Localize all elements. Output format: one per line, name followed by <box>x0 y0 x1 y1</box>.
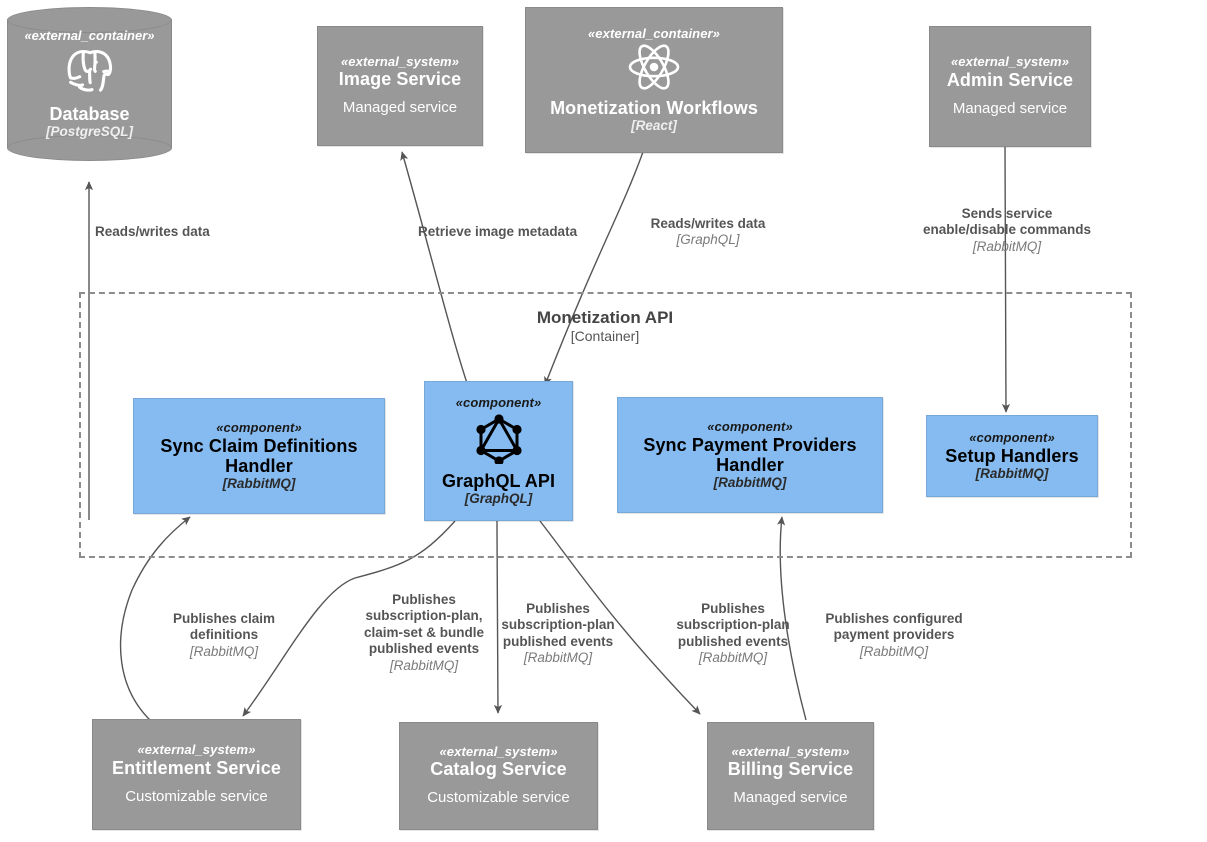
edge-label-technology: [RabbitMQ] <box>389 657 459 673</box>
entitlement-service-stereotype: «external_system» <box>137 742 256 758</box>
edge-label-text: Retrieve image metadata <box>418 224 578 239</box>
graphql-icon <box>473 412 525 469</box>
database-cylinder-top <box>7 7 172 33</box>
edge-label-workflows-to-graphql: Reads/writes data [GraphQL] <box>633 216 783 249</box>
edge-label-technology: [RabbitMQ] <box>972 238 1042 254</box>
boundary-name: Monetization API <box>536 308 674 327</box>
node-database[interactable]: «external_container» <box>7 7 172 161</box>
setup-handlers-stereotype: «component» <box>969 430 1055 446</box>
monetization-workflows-name: Monetization Workflows <box>550 98 758 119</box>
edge-label-graphql-to-image-service: Retrieve image metadata <box>418 224 604 240</box>
node-sync-claim-definitions-handler[interactable]: «component» Sync Claim Definitions Handl… <box>133 398 385 514</box>
react-icon <box>626 42 682 97</box>
graphql-api-name: GraphQL API <box>441 471 556 492</box>
node-admin-service[interactable]: «external_system» Admin Service Managed … <box>929 26 1091 147</box>
image-service-description: Managed service <box>342 99 458 117</box>
entitlement-service-name: Entitlement Service <box>112 757 281 778</box>
edge-label-text: Sends service enable/disable commands <box>922 206 1092 238</box>
edge-label-billing-to-sync-payment: Publishes configured payment providers [… <box>813 611 975 660</box>
node-billing-service[interactable]: «external_system» Billing Service Manage… <box>707 722 874 830</box>
graphql-api-technology: [GraphQL] <box>464 491 533 507</box>
edge-label-technology: [RabbitMQ] <box>859 643 929 659</box>
edge-label-technology: [RabbitMQ] <box>698 650 768 666</box>
edge-label-text: Reads/writes data <box>650 216 766 231</box>
monetization-api-boundary <box>79 292 1132 558</box>
node-setup-handlers[interactable]: «component» Setup Handlers [RabbitMQ] <box>926 415 1098 497</box>
setup-handlers-technology: [RabbitMQ] <box>975 465 1049 481</box>
node-entitlement-service[interactable]: «external_system» Entitlement Service Cu… <box>92 719 301 830</box>
image-service-stereotype: «external_system» <box>340 53 460 69</box>
catalog-service-name: Catalog Service <box>430 759 567 780</box>
node-catalog-service[interactable]: «external_system» Catalog Service Custom… <box>399 722 598 830</box>
database-technology: [PostgreSQL] <box>45 123 133 139</box>
edge-label-text: Reads/writes data <box>95 224 210 239</box>
node-sync-payment-providers-handler[interactable]: «component» Sync Payment Providers Handl… <box>617 397 883 513</box>
catalog-service-stereotype: «external_system» <box>439 743 558 759</box>
billing-service-description: Managed service <box>733 789 848 807</box>
edge-label-graphql-to-catalog: Publishes subscription-plan published ev… <box>494 601 622 667</box>
sync-claim-definitions-handler-stereotype: «component» <box>216 420 302 436</box>
edge-label-graphql-to-entitlement: Publishes subscription-plan, claim-set &… <box>333 592 515 674</box>
monetization-workflows-technology: [React] <box>631 118 677 134</box>
catalog-service-description: Customizable service <box>427 789 570 807</box>
image-service-name: Image Service <box>338 69 462 90</box>
sync-claim-definitions-handler-technology: [RabbitMQ] <box>222 475 296 491</box>
node-graphql-api[interactable]: «component» GraphQL API [GraphQL] <box>424 381 573 521</box>
admin-service-description: Managed service <box>952 99 1068 117</box>
admin-service-stereotype: «external_system» <box>950 54 1070 70</box>
database-name: Database <box>49 103 130 124</box>
edge-label-text: Publishes configured payment providers <box>825 611 963 643</box>
edge-label-graphql-to-database: Reads/writes data <box>95 224 285 240</box>
sync-payment-providers-handler-stereotype: «component» <box>707 419 793 435</box>
edge-label-entitlement-to-sync-claim: Publishes claim definitions [RabbitMQ] <box>140 611 308 660</box>
node-monetization-workflows[interactable]: «external_container» Monetization Workfl… <box>525 7 783 153</box>
graphql-api-stereotype: «component» <box>455 394 542 410</box>
billing-service-name: Billing Service <box>727 759 854 780</box>
billing-service-stereotype: «external_system» <box>731 743 850 759</box>
database-cylinder-body <box>7 20 172 148</box>
edge-label-technology: [RabbitMQ] <box>189 643 259 659</box>
edge-label-admin-to-setup-handlers: Sends service enable/disable commands [R… <box>909 206 1105 255</box>
sync-payment-providers-handler-name: Sync Payment Providers Handler <box>643 434 857 475</box>
edge-label-technology: [GraphQL] <box>676 232 740 248</box>
sync-claim-definitions-handler-name: Sync Claim Definitions Handler <box>160 435 358 476</box>
postgresql-icon <box>63 45 117 102</box>
admin-service-name: Admin Service <box>946 69 1074 90</box>
edge-label-text: Publishes claim definitions <box>172 611 276 643</box>
database-cylinder-bottom <box>7 135 172 161</box>
sync-payment-providers-handler-technology: [RabbitMQ] <box>713 474 787 490</box>
setup-handlers-name: Setup Handlers <box>945 445 1079 466</box>
boundary-label: Monetization API [Container] <box>455 308 755 345</box>
node-image-service[interactable]: «external_system» Image Service Managed … <box>317 26 483 146</box>
edge-label-graphql-to-billing: Publishes subscription-plan published ev… <box>668 601 798 667</box>
edge-label-text: Publishes subscription-plan published ev… <box>501 601 615 649</box>
monetization-workflows-stereotype: «external_container» <box>587 25 721 41</box>
edge-label-text: Publishes subscription-plan, claim-set &… <box>363 592 485 657</box>
entitlement-service-description: Customizable service <box>125 787 268 805</box>
edge-label-technology: [RabbitMQ] <box>523 650 593 666</box>
edge-label-text: Publishes subscription-plan published ev… <box>676 601 790 649</box>
boundary-technology: [Container] <box>570 328 640 345</box>
database-stereotype: «external_container» <box>24 28 155 44</box>
